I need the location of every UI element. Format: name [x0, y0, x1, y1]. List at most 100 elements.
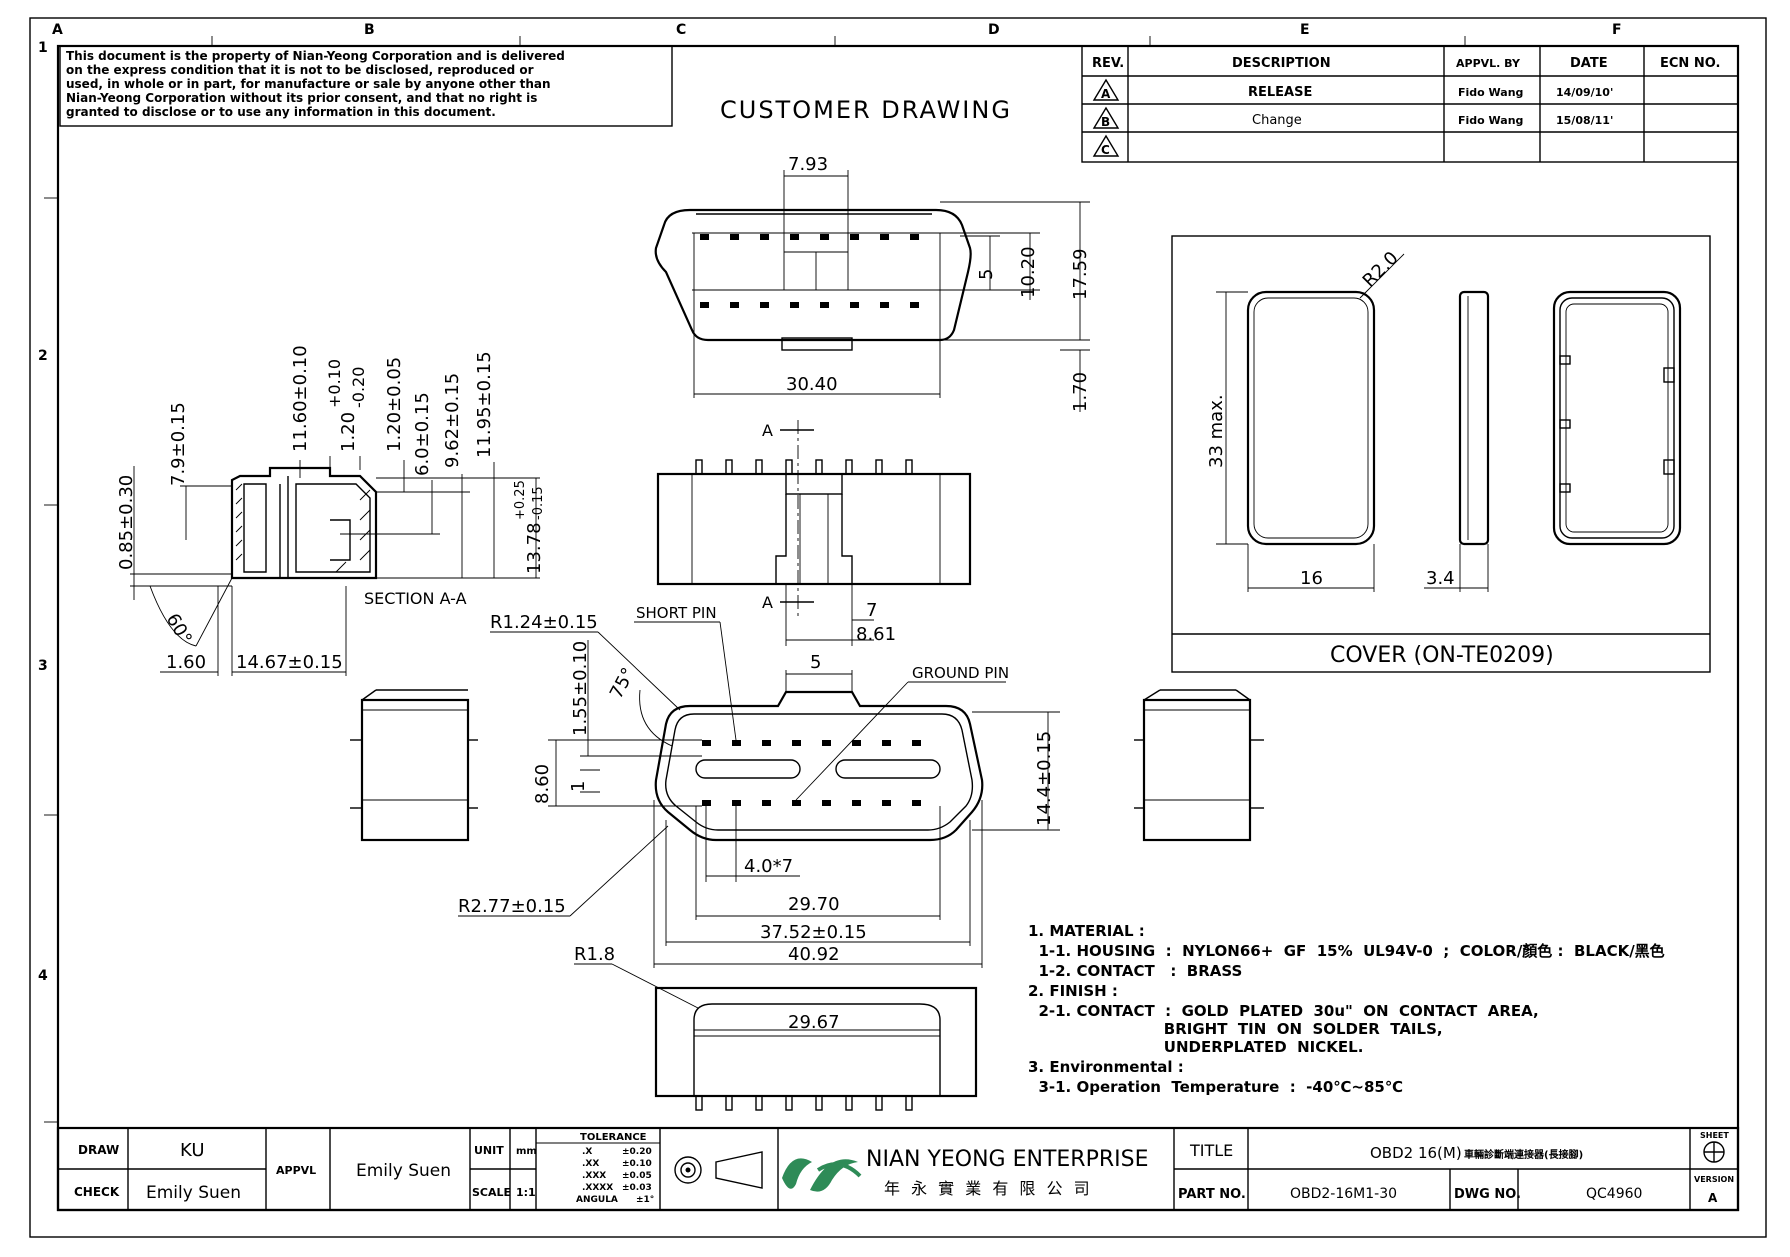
grid-col-d: D — [988, 22, 1000, 38]
front-view: R1.24±0.15 SHORT PIN GROUND PIN 5 1.55±0… — [458, 604, 1060, 968]
tol-v-4: ±0.03 — [622, 1183, 652, 1193]
front-dim-14-4: 14.4±0.15 — [1034, 731, 1055, 826]
top-view: 7.93 5 10.20 17.59 30.40 1.70 — [654, 154, 1091, 412]
front-dim-8-60: 8.60 — [532, 764, 553, 804]
rev-header-rev: REV. — [1092, 56, 1124, 71]
ground-pin-label: GROUND PIN — [912, 664, 1009, 682]
note-line-2: 1-1. HOUSING : NYLON66+ GF 15% UL94V-0 ;… — [1028, 942, 1665, 960]
top-dim-17-59: 17.59 — [1070, 248, 1091, 300]
tol-v-1: ±0.20 — [622, 1147, 652, 1157]
grid-row-1: 1 — [38, 40, 48, 56]
rev-b-date: 15/08/11' — [1556, 114, 1613, 127]
sect-dim-1-20-tol-dn: -0.20 — [349, 367, 368, 408]
side-view: A A 7 8.61 — [656, 420, 972, 646]
cover-dim-33: 33 max. — [1206, 394, 1227, 468]
section-mark-bottom: A — [762, 593, 773, 612]
rev-a-label: A — [1101, 87, 1111, 101]
grid-col-f: F — [1612, 22, 1622, 38]
sect-dim-13-78: 13.78 — [524, 522, 545, 574]
notes: 1. MATERIAL : 1-1. HOUSING : NYLON66+ GF… — [1028, 922, 1665, 1096]
company-name: NIAN YEONG ENTERPRISE — [866, 1147, 1149, 1172]
sheet-label: SHEET — [1700, 1131, 1729, 1140]
draw-label: DRAW — [78, 1143, 119, 1157]
sect-dim-11-95: 11.95±0.15 — [474, 351, 495, 458]
grid-row-3: 3 — [38, 658, 48, 674]
tol-k-1: .X — [582, 1147, 592, 1157]
note-line-6: BRIGHT TIN ON SOLDER TAILS, — [1028, 1020, 1443, 1038]
outer-border — [29, 17, 1767, 1238]
appvl-value: Emily Suen — [356, 1161, 451, 1181]
notice-line-3: used, in whole or in part, for manufactu… — [66, 77, 551, 91]
top-dim-5: 5 — [976, 269, 997, 280]
note-line-5: 2-1. CONTACT : GOLD PLATED 30u" ON CONTA… — [1028, 1002, 1539, 1020]
note-line-3: 1-2. CONTACT : BRASS — [1028, 962, 1242, 980]
rev-c-label: C — [1101, 143, 1110, 157]
tol-k-5: ANGULA — [576, 1195, 618, 1205]
bottom-view: R1.8 29.67 — [574, 944, 978, 1111]
notice-line-1: This document is the property of Nian-Ye… — [66, 49, 565, 63]
section-view: 7.9±0.15 11.60±0.10 1.20 +0.10 -0.20 1.2… — [116, 345, 546, 676]
grid-row-labels: 1 2 3 4 — [38, 40, 48, 984]
note-line-4: 2. FINISH : — [1028, 982, 1118, 1000]
property-notice: This document is the property of Nian-Ye… — [59, 45, 673, 127]
front-dim-1: 1 — [568, 781, 589, 792]
cover-dim-16: 16 — [1300, 568, 1323, 589]
sect-dim-11-60: 11.60±0.10 — [290, 345, 311, 452]
front-dim-29-70: 29.70 — [788, 894, 840, 915]
rev-a-desc: RELEASE — [1248, 85, 1312, 100]
sect-dim-13-78-tol-up: +0.25 — [513, 480, 528, 520]
rev-a-date: 14/09/10' — [1556, 86, 1613, 99]
grid-col-a: A — [52, 22, 63, 38]
rev-b-label: B — [1101, 115, 1110, 129]
sect-dim-14-67: 14.67±0.15 — [236, 652, 343, 673]
grid-column-labels: A B C D E F — [52, 22, 1622, 38]
inner-border — [56, 44, 1740, 1212]
rev-header-date: DATE — [1570, 56, 1608, 71]
top-dim-7-93: 7.93 — [788, 154, 828, 175]
note-line-1: 1. MATERIAL : — [1028, 922, 1145, 940]
tolerance-title: TOLERANCE — [580, 1132, 647, 1143]
bottom-r-1-8: R1.8 — [574, 944, 615, 965]
sect-dim-0-85: 0.85±0.30 — [116, 475, 137, 570]
tol-v-5: ±1° — [636, 1195, 654, 1205]
front-r-2-77: R2.77±0.15 — [458, 896, 566, 917]
appvl-label: APPVL — [276, 1164, 316, 1177]
front-angle-75: 75° — [606, 664, 640, 702]
notice-line-4: Nian-Yeong Corporation without its prior… — [66, 91, 537, 105]
notice-line-2: on the express condition that it is not … — [66, 63, 534, 77]
version-value: A — [1708, 1191, 1718, 1205]
front-dim-1-55: 1.55±0.10 — [570, 641, 591, 736]
check-label: CHECK — [74, 1185, 120, 1199]
front-dim-5: 5 — [810, 652, 821, 673]
sect-dim-1-60: 1.60 — [166, 652, 206, 673]
sect-dim-6-0: 6.0±0.15 — [412, 392, 433, 476]
title-value: OBD2 16(M) — [1370, 1144, 1462, 1162]
cover-box: COVER (ON-TE0209) 33 max. R2.0 16 3.4 — [1171, 235, 1711, 673]
grid-col-b: B — [364, 22, 375, 38]
grid-col-e: E — [1300, 22, 1310, 38]
front-dim-40-92: 40.92 — [788, 944, 840, 965]
top-dim-10-20: 10.20 — [1018, 246, 1039, 298]
cover-r-2-0: R2.0 — [1359, 248, 1403, 292]
top-dim-1-70: 1.70 — [1070, 372, 1091, 412]
side-dim-7: 7 — [866, 600, 877, 621]
cover-dim-3-4: 3.4 — [1426, 568, 1455, 589]
rev-header-appvl: APPVL. BY — [1456, 57, 1521, 70]
tol-k-4: .XXXX — [582, 1183, 613, 1193]
grid-row-4: 4 — [38, 968, 48, 984]
unit-label: UNIT — [474, 1144, 504, 1157]
sect-dim-7-9: 7.9±0.15 — [168, 402, 189, 486]
check-value: Emily Suen — [146, 1183, 241, 1203]
front-dim-4-0: 4.0*7 — [744, 856, 793, 877]
dwgno-label: DWG NO. — [1454, 1187, 1521, 1202]
title-value-cn: 車輛診斷端連接器(長接腳) — [1464, 1148, 1583, 1161]
version-label: VERSION — [1694, 1175, 1734, 1184]
drawing-title: CUSTOMER DRAWING — [720, 96, 1012, 124]
note-line-9: 3-1. Operation Temperature : -40℃~85℃ — [1028, 1078, 1403, 1096]
revision-table: REV. DESCRIPTION APPVL. BY DATE ECN NO. … — [1081, 45, 1739, 163]
rev-b-desc: Change — [1252, 113, 1302, 128]
sect-dim-1-20-main: 1.20 — [338, 412, 359, 452]
grid-ticks — [44, 36, 1466, 1123]
dwgno-value: QC4960 — [1586, 1186, 1642, 1202]
